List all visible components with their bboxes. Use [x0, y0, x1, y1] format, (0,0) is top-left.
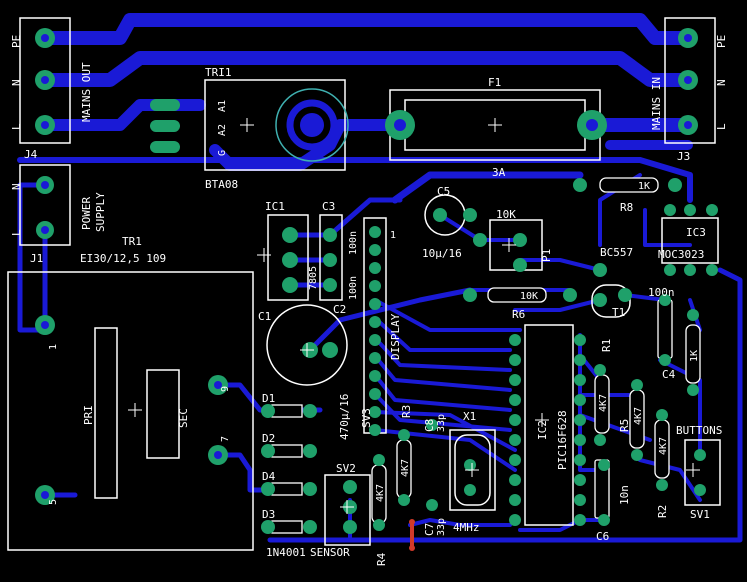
c2-value: 100n [348, 276, 359, 300]
p1-value: 10K [496, 208, 516, 221]
p1-label: P1 [540, 249, 553, 262]
c6-label: C6 [596, 530, 609, 543]
j4-label: J4 [24, 148, 38, 161]
copper-traces [17, 13, 743, 543]
c1-label: C1 [258, 310, 271, 323]
r3-label: R3 [400, 405, 413, 418]
pe-right-label: PE [715, 35, 728, 48]
pad-holes [41, 34, 692, 499]
r5-label: R5 [618, 419, 631, 432]
sv3-label: SV3 [360, 408, 373, 428]
c4-label: C4 [662, 368, 676, 381]
c5-value: 10µ/16 [422, 247, 462, 260]
ic2-label: IC2 [536, 420, 549, 440]
power-label: POWER [80, 197, 93, 230]
l-right-label: L [715, 123, 728, 130]
buttons-label: BUTTONS [676, 424, 722, 437]
silkscreen-text: PE N L MAINS OUT J4 PE N L MAINS IN J3 T… [10, 35, 728, 566]
r8-label: R8 [620, 201, 633, 214]
mains-in-label: MAINS IN [650, 77, 663, 130]
n-right-label: N [715, 79, 728, 86]
r4-value: 4K7 [375, 484, 386, 502]
tr1-label: TR1 [122, 235, 142, 248]
origin-crosshairs [128, 118, 700, 514]
x1-label: X1 [463, 410, 476, 423]
sv3-pin1-label: 1 [390, 230, 396, 241]
j3-label: J3 [677, 150, 690, 163]
tr1-value: EI30/12,5 109 [80, 252, 166, 265]
r1-label: R1 [600, 339, 613, 352]
f1-label: F1 [488, 76, 501, 89]
c4-value: 100n [648, 286, 675, 299]
n-j1-label: N [10, 183, 23, 190]
diode-value: 1N4001 [266, 546, 306, 559]
j1-label: J1 [30, 252, 43, 265]
pe-left-label: PE [10, 35, 23, 48]
a1-label: A1 [217, 100, 228, 112]
d4-label: D4 [262, 470, 276, 483]
display-label: DISPLAY [389, 313, 402, 360]
pin5-label: 5 [48, 499, 59, 505]
ic3-label: IC3 [686, 226, 706, 239]
bc557-label: BC557 [600, 246, 633, 259]
ic3-value: MOC3023 [658, 248, 704, 261]
ic2-value: PIC16F628 [556, 410, 569, 470]
resistor-bodies [371, 177, 701, 524]
x1-value: 4MHz [453, 521, 480, 534]
c3-value: 100n [348, 231, 359, 255]
c2-label: C2 [333, 303, 346, 316]
c3-label: C3 [322, 200, 335, 213]
c8-label: C8 [423, 419, 436, 432]
r1-value: 4K7 [598, 394, 609, 412]
c7-value: 33p [436, 518, 447, 536]
r5-value: 4K7 [633, 407, 644, 425]
tri1-label: TRI1 [205, 66, 232, 79]
d1-label: D1 [262, 392, 275, 405]
d3-label: D3 [262, 508, 275, 521]
pin1-label: 1 [48, 344, 59, 350]
r6-value: 10K [520, 291, 538, 302]
pin9-label: 9 [220, 386, 231, 392]
pri-label: PRI [82, 405, 95, 425]
sv2-label: SV2 [336, 462, 356, 475]
ic1-label: IC1 [265, 200, 285, 213]
sec-label: SEC [177, 408, 190, 428]
triac-mounting-hole [286, 99, 338, 151]
r2-label: R2 [656, 505, 669, 518]
mains-out-label: MAINS OUT [80, 62, 93, 122]
c5-label: C5 [437, 185, 450, 198]
r2-value: 4K7 [658, 437, 669, 455]
sv1-label: SV1 [690, 508, 710, 521]
c6-value: 10n [618, 485, 631, 505]
c7-label: C7 [423, 523, 436, 536]
c8-value: 33p [436, 414, 447, 432]
r6-label: R6 [512, 308, 525, 321]
f1-value: 3A [492, 166, 506, 179]
ic1-value: 7805 [308, 266, 319, 290]
pin7-label: 7 [220, 436, 231, 442]
n-left-label: N [10, 79, 23, 86]
l-left-label: L [10, 123, 23, 130]
l-j1-label: L [10, 229, 23, 236]
a2-label: A2 [217, 124, 228, 136]
vias [409, 519, 415, 551]
g-label: G [217, 150, 228, 156]
r8-value: 1K [638, 181, 650, 192]
t1-label: T1 [612, 306, 625, 319]
d2-label: D2 [262, 432, 275, 445]
bta08-label: BTA08 [205, 178, 238, 191]
r7-value: 1K [689, 350, 700, 362]
c1-value: 470µ/16 [338, 394, 351, 440]
supply-label: SUPPLY [94, 192, 107, 232]
r3-value: 4K7 [400, 459, 411, 477]
r4-label: R4 [375, 552, 388, 566]
sensor-label: SENSOR [310, 546, 350, 559]
